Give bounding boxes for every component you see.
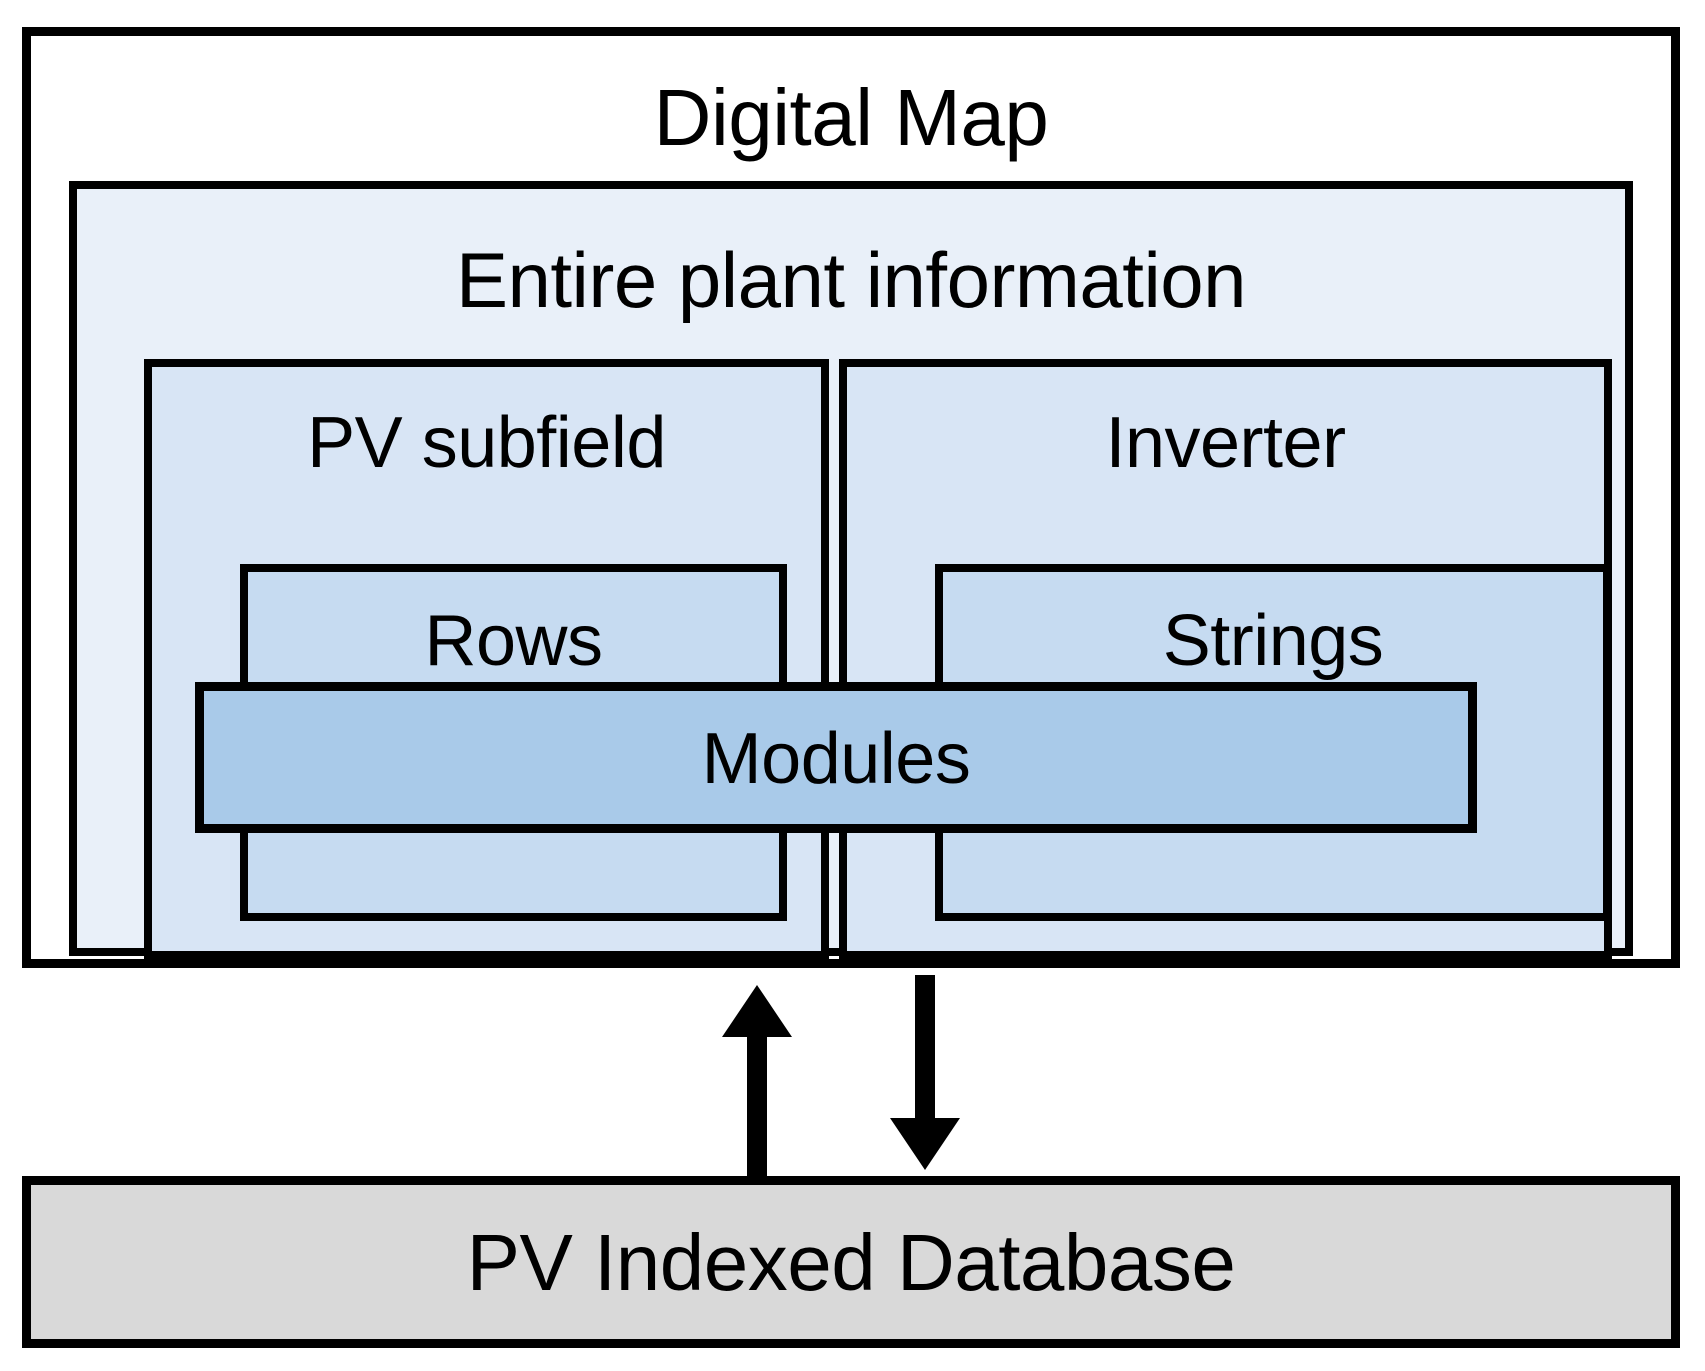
rows-label: Rows — [424, 601, 603, 681]
connector-arrows — [722, 975, 960, 1180]
entire-plant-information-container: Entire plant information PV subfield Row… — [69, 181, 1633, 959]
entire-plant-information-label: Entire plant information — [455, 236, 1247, 324]
pv-subfield-container: PV subfield Rows — [144, 359, 829, 959]
modules-label: Modules — [701, 719, 971, 799]
pv-indexed-database-container: PV Indexed Database — [22, 1176, 1680, 1348]
arrow-down-digital-map-to-database — [890, 975, 960, 1170]
inverter-container: Inverter Strings — [839, 359, 1612, 959]
strings-label: Strings — [1162, 601, 1384, 681]
pv-subfield-label: PV subfield — [307, 403, 666, 483]
modules-container: Modules — [195, 682, 1477, 833]
digital-map-label: Digital Map — [653, 73, 1049, 162]
pv-indexed-database-label: PV Indexed Database — [466, 1218, 1236, 1307]
arrow-up-database-to-digital-map — [722, 985, 792, 1180]
inverter-label: Inverter — [1105, 403, 1346, 483]
